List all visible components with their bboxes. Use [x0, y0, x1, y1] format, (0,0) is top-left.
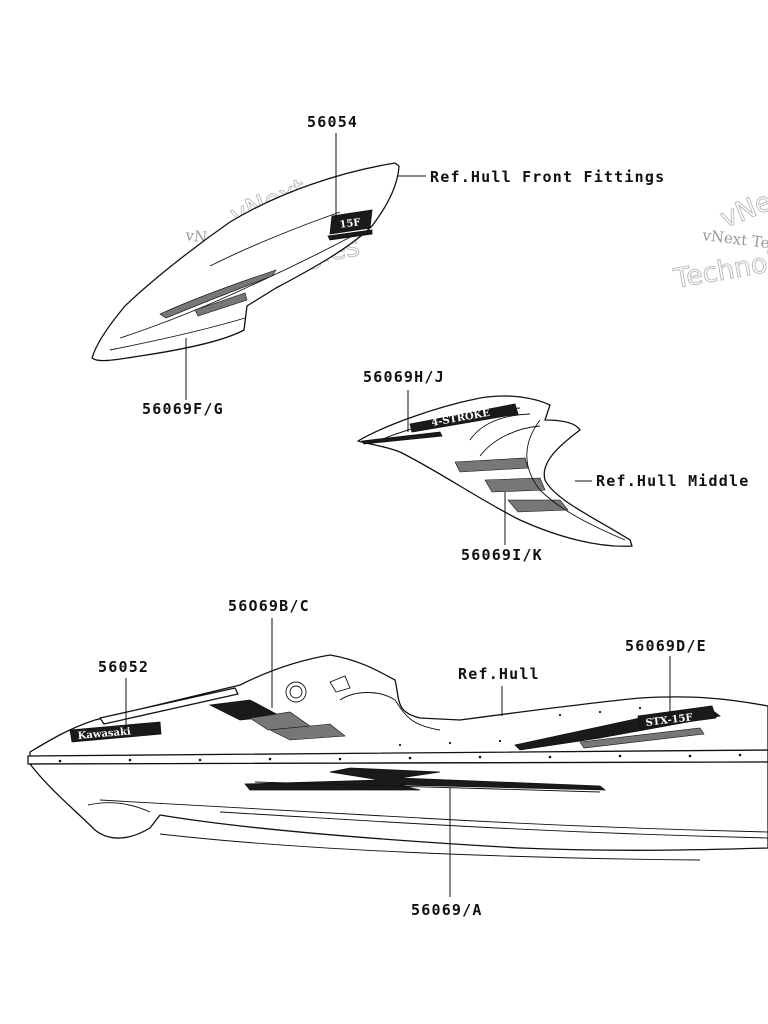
hull-chine-line — [159, 833, 701, 861]
middle-fitting-line — [469, 413, 531, 441]
label-56054: 56054 — [307, 113, 358, 131]
label-ref-hull-middle: Ref.Hull Middle — [596, 472, 749, 490]
seat-line — [339, 692, 441, 731]
front-rail-strip — [99, 687, 239, 725]
label-ref-hull-front-fittings: Ref.Hull Front Fittings — [430, 168, 665, 186]
rail-rivets — [58, 706, 742, 763]
front-fitting-line — [119, 231, 361, 339]
hull-lower-outline — [29, 761, 768, 851]
watermark-group-top-right: vNext Technologies vNext Technologies — [670, 176, 768, 296]
label-56069hj: 56069H/J — [363, 368, 445, 386]
front-fitting-part: 15F — [91, 162, 400, 362]
label-56069bc: 56O69B/C — [228, 597, 310, 615]
middle-fitting-part: 4-STROKE — [357, 395, 633, 547]
decal-de-stripe — [579, 727, 705, 749]
model-decal — [637, 705, 717, 729]
label-56052: 56052 — [98, 658, 149, 676]
front-badge-stripe — [327, 229, 373, 241]
middle-stripe — [507, 499, 569, 513]
front-fitting-line — [209, 211, 341, 267]
steering-hole — [285, 681, 307, 703]
front-badge — [329, 209, 373, 235]
front-fitting-stripe — [159, 269, 277, 319]
hull-part: Kawasaki STX-15F — [27, 654, 768, 861]
front-badge-text: 15F — [339, 217, 361, 231]
label-56069fg: 56069F/G — [142, 400, 224, 418]
front-fitting-stripe — [194, 292, 248, 317]
decal-bc-stripe — [268, 723, 346, 741]
middle-stripe — [484, 477, 546, 493]
stroke-decal — [409, 403, 519, 433]
kawasaki-decal-text: Kawasaki — [77, 726, 131, 742]
handle-mount — [329, 675, 351, 693]
middle-fitting-outline — [357, 395, 633, 547]
hull-nose-line — [87, 802, 151, 813]
middle-fitting-line — [526, 419, 626, 541]
middle-dark-stripe — [361, 431, 443, 445]
hull-chine-line — [219, 811, 768, 839]
hull-chine-line — [99, 799, 768, 833]
label-56069a: 56069/A — [411, 901, 483, 919]
watermark-vnext: vNext — [716, 176, 768, 234]
label-56069ik: 56069I/K — [461, 546, 543, 564]
kawasaki-decal — [69, 721, 162, 743]
decal-a-line — [254, 781, 601, 793]
hull-rail — [27, 749, 768, 765]
label-56069de: 56069D/E — [625, 637, 707, 655]
front-fitting-line — [109, 317, 246, 351]
label-ref-hull: Ref.Hull — [458, 665, 540, 683]
middle-fitting-line — [479, 425, 541, 457]
steering-hole-inner — [289, 685, 303, 699]
